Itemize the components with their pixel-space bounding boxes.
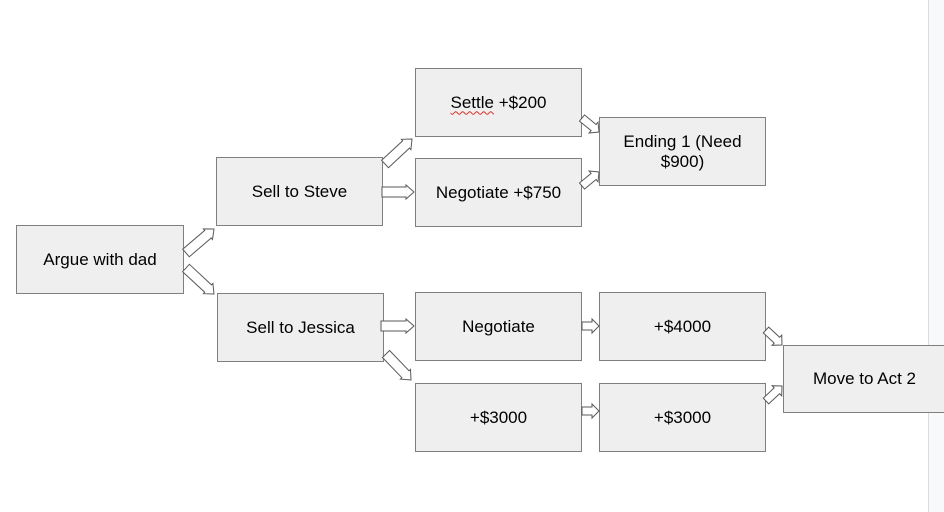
arrow-negotiate-to-4000[interactable] (581, 317, 600, 335)
node-settle[interactable]: Settle +$200 (415, 68, 582, 137)
node-label: Settle +$200 (451, 93, 547, 113)
node-label: Argue with dad (43, 249, 157, 269)
node-plus-4000[interactable]: +$4000 (599, 292, 766, 361)
arrow-jessica-to-negotiate[interactable] (380, 317, 415, 335)
node-label: +$3000 (653, 407, 712, 427)
arrow-3000-to-3000[interactable] (581, 402, 600, 420)
node-label: +$3000 (469, 407, 528, 427)
node-label: +$4000 (653, 316, 712, 336)
settle-amount: +$200 (498, 92, 547, 112)
node-label: Negotiate +$750 (435, 182, 562, 202)
arrow-steve-to-negotiate-750[interactable] (381, 183, 415, 201)
node-sell-to-jessica[interactable]: Sell to Jessica (217, 293, 384, 362)
scrollbar-track[interactable] (928, 0, 944, 512)
arrow-argue-to-steve[interactable] (181, 228, 215, 258)
node-argue-with-dad[interactable]: Argue with dad (16, 225, 184, 294)
node-move-to-act-2[interactable]: Move to Act 2 (783, 345, 944, 413)
settle-word: Settle (450, 92, 494, 112)
node-negotiate[interactable]: Negotiate (415, 292, 582, 361)
node-plus-3000-left[interactable]: +$3000 (415, 383, 582, 452)
node-sell-to-steve[interactable]: Sell to Steve (216, 157, 383, 226)
arrow-settle-to-ending[interactable] (578, 114, 600, 134)
node-negotiate-750[interactable]: Negotiate +$750 (415, 158, 582, 227)
arrow-negotiate-750-to-ending[interactable] (578, 170, 600, 190)
arrow-3000-to-act-2[interactable] (762, 385, 783, 405)
node-ending-1[interactable]: Ending 1 (Need $900) (599, 117, 766, 186)
arrow-jessica-to-3000[interactable] (381, 349, 412, 381)
node-plus-3000-right[interactable]: +$3000 (599, 383, 766, 452)
arrow-argue-to-jessica[interactable] (181, 263, 215, 295)
node-label: Negotiate (462, 316, 535, 336)
node-label: Sell to Steve (251, 181, 348, 201)
arrow-steve-to-settle[interactable] (380, 138, 413, 169)
arrow-4000-to-act-2[interactable] (762, 326, 783, 346)
node-label: Sell to Jessica (246, 317, 355, 337)
node-label: Move to Act 2 (813, 369, 916, 388)
node-label: Ending 1 (Need $900) (623, 131, 742, 171)
